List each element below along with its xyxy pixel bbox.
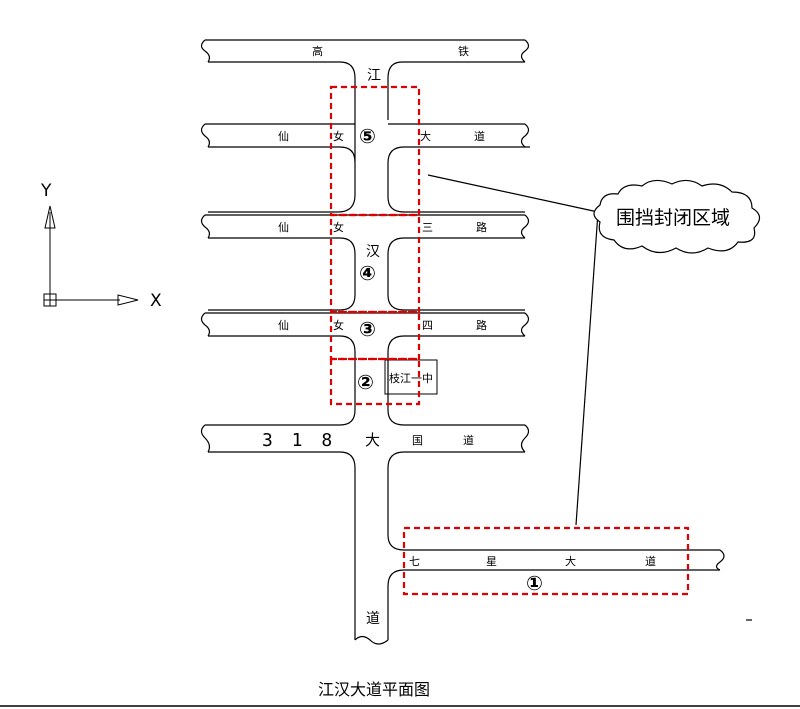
road-label: 路 [476,221,487,234]
zone-marker: ③ [359,317,376,341]
road-label: 大 [565,554,576,568]
road-label: 女 [333,129,344,143]
road-label: 仙 [278,319,289,332]
coordinate-axes: Y X [40,181,162,311]
road-label: 仙 [278,130,289,143]
road-label: 女 [333,318,344,332]
road-label: 道 [366,611,380,627]
road-network [200,39,752,645]
road-label: 江 [367,68,381,84]
school-box: 枝江一中 [384,359,438,395]
zone-3-box [329,310,421,361]
x-axis-label: X [150,291,162,311]
closure-zones [329,85,690,596]
road-label: 大 [420,129,431,143]
road-label: 七 [409,555,420,568]
road-label: 国 [412,434,423,447]
callout-text: 围挡封闭区域 [616,207,730,229]
zone-markers: ⑤ ④ ③ ② ① [357,124,543,595]
road-label: 大 [365,431,380,449]
road-label: 道 [463,433,474,447]
zone-marker: ① [526,571,543,595]
y-axis-label: Y [40,181,52,201]
road-labels: 高 铁 江 仙 女 大 道 仙 女 汉 三 路 仙 女 四 路 3 1 8 大 … [262,44,656,627]
zone-1-box [402,526,690,596]
road-label: 三 [422,221,433,234]
road-label: 高 [312,44,323,58]
callout-cloud [593,179,761,254]
road-label: 铁 [458,45,469,58]
road-label: 仙 [278,221,289,234]
road-label: 星 [486,555,497,568]
zone-marker: ② [357,370,374,394]
zone-5-box [329,85,421,217]
road-label: 道 [645,554,656,568]
road-label: 3 1 8 [262,430,336,451]
road-label: 女 [333,220,344,234]
zone-4-box [329,213,421,314]
zone-marker: ④ [359,261,376,285]
zone-marker: ⑤ [359,124,376,148]
road-label: 汉 [366,244,380,260]
road-label: 四 [422,319,433,332]
school-label: 枝江一中 [389,371,433,385]
road-label: 道 [474,129,485,143]
callout: 围挡封闭区域 [427,174,761,526]
zone-2-box [329,357,421,406]
page-title: 江汉大道平面图 [318,680,430,699]
road-label: 路 [476,319,487,332]
